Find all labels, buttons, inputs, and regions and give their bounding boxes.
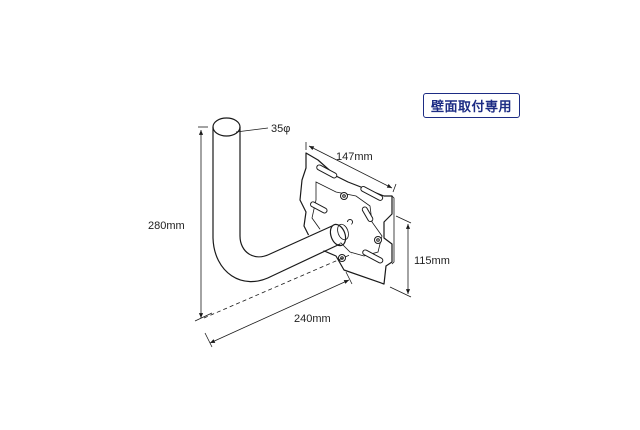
height-label: 280mm bbox=[148, 220, 185, 232]
arm-length-label: 240mm bbox=[294, 313, 331, 325]
diameter-callout bbox=[235, 127, 269, 133]
plate-height-dimension bbox=[389, 215, 412, 298]
wall-mount-only-badge: 壁面取付専用 bbox=[423, 93, 520, 118]
mounting-plate bbox=[299, 152, 395, 285]
arm-length-dimension bbox=[203, 253, 353, 348]
plate-width-dimension bbox=[305, 142, 397, 193]
diameter-label: 35φ bbox=[271, 123, 290, 135]
j-pipe bbox=[212, 117, 352, 283]
plate-height-label: 115mm bbox=[414, 255, 450, 267]
height-dimension bbox=[194, 126, 213, 322]
plate-width-label: 147mm bbox=[336, 151, 373, 163]
